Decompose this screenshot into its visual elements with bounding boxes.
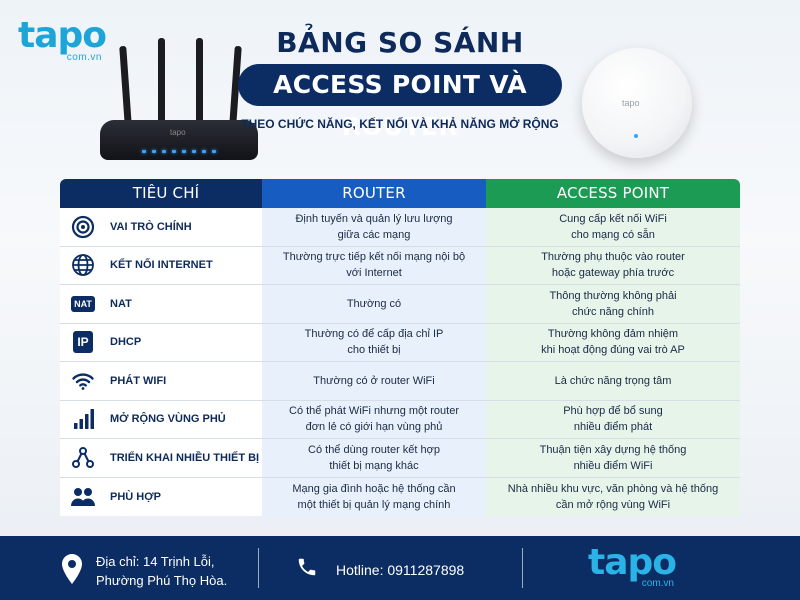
logo-domain: com.vn (641, 578, 674, 589)
footer-divider (258, 548, 259, 588)
footer-hotline[interactable]: Hotline: 0911287898 (296, 556, 464, 583)
table-row: KẾT NỐI INTERNET Thường trực tiếp kết nố… (60, 246, 740, 285)
router-cell: Thường có để cấp địa chỉ IP cho thiết bị (262, 323, 486, 361)
router-cell: Thường có (262, 285, 486, 323)
logo-word: tapo (18, 15, 107, 56)
table-row: PHÁT WIFI Thường có ở router WiFi Là chứ… (60, 362, 740, 401)
router-cell: Có thể dùng router kết hợp thiết bị mạng… (262, 439, 486, 477)
header: tapo com.vn tapo BẢNG SO SÁNH ACCESS POI… (0, 0, 800, 176)
router-cell: Định tuyến và quản lý lưu lượng giữa các… (262, 208, 486, 246)
nat-badge-icon: NAT (70, 291, 96, 317)
criterion-label: PHÙ HỢP (110, 490, 161, 503)
page-subtitle: THEO CHỨC NĂNG, KẾT NỐI VÀ KHẢ NĂNG MỞ R… (241, 117, 559, 131)
ap-led (634, 134, 638, 138)
table-row: IP DHCP Thường có để cấp địa chỉ IP cho … (60, 323, 740, 362)
table-row: TRIỂN KHAI NHIỀU THIẾT BỊ Có thể dùng ro… (60, 439, 740, 478)
address-text: Địa chỉ: 14 Trịnh Lỗi, Phường Phú Thọ Hò… (96, 554, 228, 588)
comparison-table: TIÊU CHÍ ROUTER ACCESS POINT VAI TRÒ CHÍ… (60, 179, 740, 516)
router-cell: Thường trực tiếp kết nối mạng nội bộ với… (262, 246, 486, 284)
access-point-cell: Thuận tiện xây dựng hệ thống nhiều điểm … (486, 439, 740, 477)
network-nodes-icon (70, 445, 96, 471)
criterion-cell: PHÁT WIFI (60, 362, 262, 400)
router-image: tapo (100, 38, 260, 168)
criterion-cell: TRIỂN KHAI NHIỀU THIẾT BỊ (60, 439, 262, 477)
ip-badge-icon: IP (70, 329, 96, 355)
criterion-label: VAI TRÒ CHÍNH (110, 220, 192, 233)
table-row: MỞ RỘNG VÙNG PHỦ Có thể phát WiFi nhưng … (60, 400, 740, 439)
access-point-cell: Nhà nhiều khu vực, văn phòng và hệ thống… (486, 477, 740, 516)
column-header-router: ROUTER (262, 179, 486, 208)
access-point-cell: Thông thường không phải chức năng chính (486, 285, 740, 323)
signal-bars-icon (70, 406, 96, 432)
criterion-label: MỞ RỘNG VÙNG PHỦ (110, 413, 226, 426)
access-point-cell: Là chức năng trọng tâm (486, 362, 740, 400)
column-header-criteria: TIÊU CHÍ (60, 179, 262, 208)
criterion-label: KẾT NỐI INTERNET (110, 259, 213, 272)
table-header: TIÊU CHÍ ROUTER ACCESS POINT (60, 179, 740, 208)
criterion-cell: PHÙ HỢP (60, 477, 262, 516)
access-point-cell: Cung cấp kết nối WiFi cho mạng có sẵn (486, 208, 740, 246)
tapo-logo[interactable]: tapo com.vn (18, 15, 108, 64)
footer: Địa chỉ: 14 Trịnh Lỗi, Phường Phú Thọ Hò… (0, 536, 800, 600)
table-row: NAT NAT Thường có Thông thường không phả… (60, 285, 740, 324)
hotline-text: Hotline: 0911287898 (336, 561, 465, 578)
table-row: VAI TRÒ CHÍNH Định tuyến và quản lý lưu … (60, 208, 740, 247)
criterion-cell: MỞ RỘNG VÙNG PHỦ (60, 400, 262, 438)
criterion-label: TRIỂN KHAI NHIỀU THIẾT BỊ (110, 451, 260, 464)
logo-word: tapo (588, 542, 677, 583)
table-row: PHÙ HỢP Mạng gia đình hoặc hệ thống cần … (60, 477, 740, 516)
criterion-label: NAT (110, 297, 132, 310)
criterion-cell: VAI TRÒ CHÍNH (60, 208, 262, 246)
router-cell: Có thể phát WiFi nhưng một router đơn lẻ… (262, 400, 486, 438)
footer-address: Địa chỉ: 14 Trịnh Lỗi, Phường Phú Thọ Hò… (62, 552, 227, 590)
wifi-icon (70, 368, 96, 394)
users-icon (70, 484, 96, 510)
router-cell: Thường có ở router WiFi (262, 362, 486, 400)
criterion-cell: IP DHCP (60, 323, 262, 361)
logo-domain: com.vn (66, 52, 102, 63)
access-point-cell: Phù hợp để bổ sung nhiều điểm phát (486, 400, 740, 438)
router-cell: Mạng gia đình hoặc hệ thống cần một thiế… (262, 477, 486, 516)
page-title-line2: ACCESS POINT VÀ ROUTER (238, 64, 562, 141)
router-logo: tapo (170, 128, 186, 137)
criterion-label: PHÁT WIFI (110, 374, 167, 387)
access-point-cell: Thường không đảm nhiệm khi hoạt động đún… (486, 323, 740, 361)
location-pin-icon (62, 553, 82, 589)
globe-icon (70, 252, 96, 278)
column-header-access-point: ACCESS POINT (486, 179, 740, 208)
phone-icon (296, 556, 318, 583)
criterion-label: DHCP (110, 336, 142, 349)
criterion-cell: NAT NAT (60, 285, 262, 323)
footer-divider (522, 548, 523, 588)
target-icon (70, 214, 96, 240)
access-point-image (582, 48, 692, 158)
ap-logo: tapo (622, 98, 640, 108)
tapo-logo-footer[interactable]: tapo com.vn (588, 542, 688, 590)
access-point-cell: Thường phụ thuộc vào router hoặc gateway… (486, 246, 740, 284)
criterion-cell: KẾT NỐI INTERNET (60, 246, 262, 284)
page-title-line1: BẢNG SO SÁNH (276, 26, 524, 59)
